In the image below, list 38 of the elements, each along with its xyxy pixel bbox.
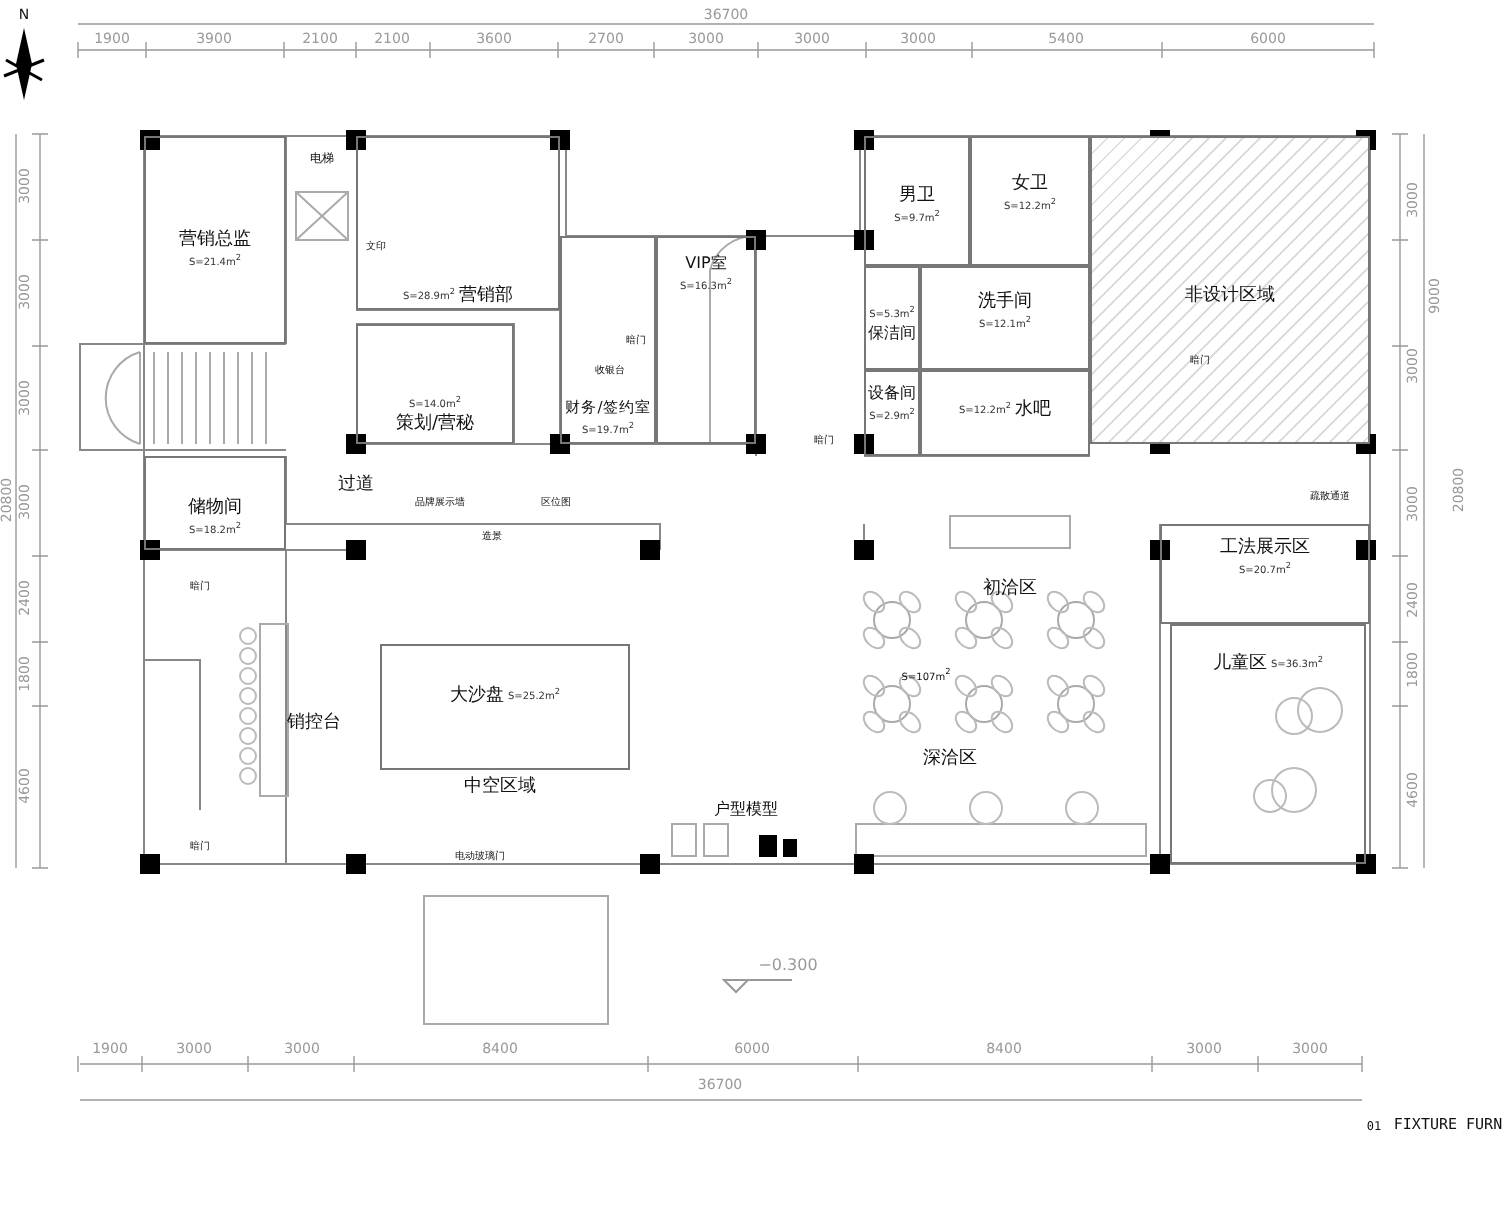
room-label: 女卫 (1012, 174, 1048, 194)
room-outline (970, 136, 1090, 266)
room-label: 大沙盘 (449, 686, 504, 706)
room-outline (864, 266, 920, 370)
room-outline (560, 236, 656, 444)
hatched-area (1090, 136, 1370, 444)
room-label: 设备间 (868, 384, 916, 404)
room-label: 非设计区域 (1185, 286, 1275, 306)
room-outline (1160, 524, 1370, 624)
area-name: 户型模型 (714, 802, 778, 818)
room-label: 儿童区 (1212, 654, 1267, 674)
room-outline (920, 370, 1090, 456)
room-outline (920, 266, 1090, 370)
room-label: 策划/营秘 (395, 413, 475, 434)
elevation-label: −0.300 (758, 958, 818, 974)
room-label: VIP室 (685, 254, 727, 274)
room-label: 营销总监 (179, 230, 251, 250)
area-name: 初洽区 (983, 581, 1037, 599)
room-outline (356, 136, 560, 310)
room-outline (864, 136, 970, 266)
area-name: 过道 (338, 477, 374, 495)
area-name: 销控台 (287, 715, 341, 733)
area-name: 中空区域 (464, 779, 536, 797)
room-label: 男卫 (899, 186, 935, 206)
room-label: 储物间 (188, 498, 242, 518)
room-outline (356, 324, 514, 444)
room-label: 营销部 (459, 286, 514, 306)
room-label: 工法展示区 (1220, 538, 1310, 558)
room-outline (656, 236, 756, 444)
room-label: 水吧 (1015, 400, 1052, 420)
room-outline (144, 136, 286, 344)
room-label: 保洁间 (868, 323, 916, 344)
area-name: 深洽区 (923, 751, 977, 769)
room-outline (864, 370, 920, 456)
room-outline (1170, 624, 1366, 864)
room-label: 洗手间 (978, 292, 1032, 312)
room-outline (380, 644, 630, 770)
room-outline (144, 456, 286, 550)
